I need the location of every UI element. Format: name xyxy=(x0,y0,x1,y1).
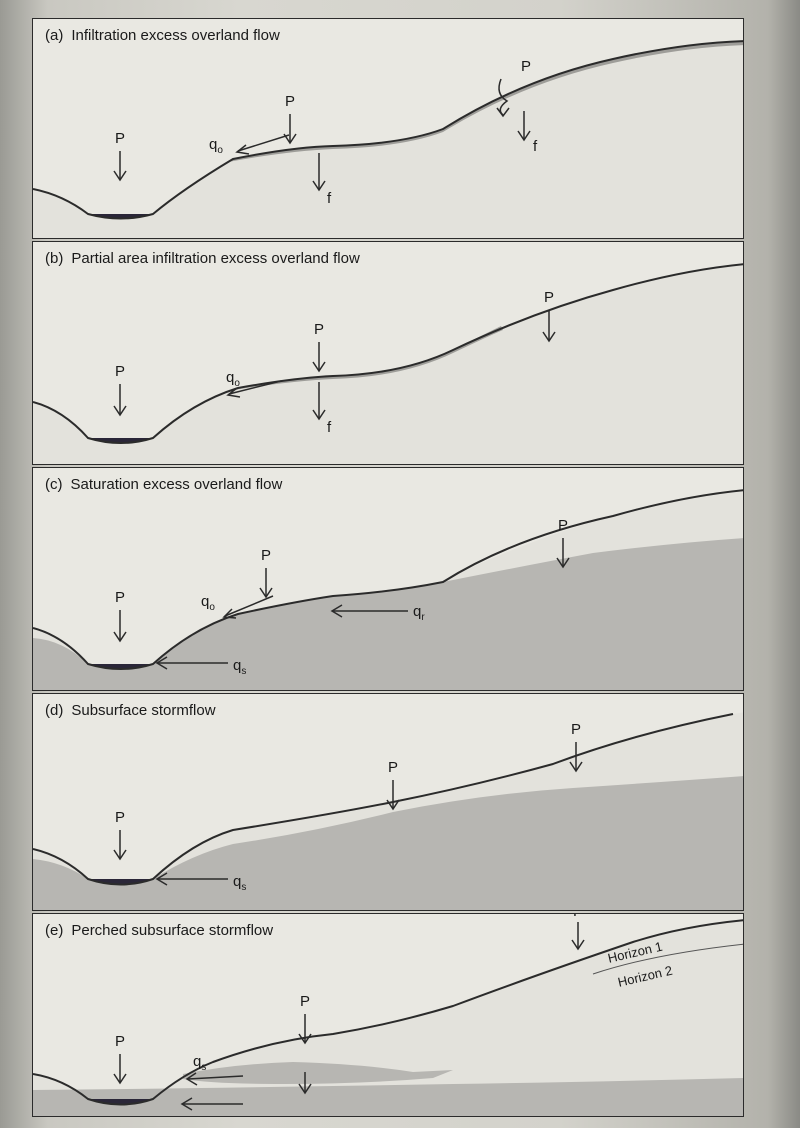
infiltration-label: f xyxy=(327,190,332,207)
subsurface-flow-label: qs xyxy=(233,873,247,893)
precip-label: P xyxy=(314,321,325,338)
precip-label: P xyxy=(115,363,126,380)
panel-c-diagram xyxy=(33,489,743,690)
precip-label: P xyxy=(300,993,311,1010)
return-flow-label: qr xyxy=(413,603,425,623)
panel-title: Subsurface stormflow xyxy=(71,702,216,719)
precip-label: P xyxy=(573,914,583,919)
panel-d-diagram xyxy=(33,712,743,910)
overland-flow-label: qo xyxy=(201,593,215,613)
panel-c: (c) Saturation excess overland flow P P P… xyxy=(32,467,744,691)
precip-label: P xyxy=(544,289,555,306)
panel-letter: (d) xyxy=(45,702,64,719)
overland-flow-label: qo xyxy=(226,369,240,389)
panel-title: Partial area infiltration excess overlan… xyxy=(71,250,360,267)
infiltration-label: f xyxy=(533,138,538,155)
precip-label: P xyxy=(115,130,126,147)
panel-e: (e) Perched subsurface stormflow P P P qs… xyxy=(32,913,744,1117)
panel-title: Infiltration excess overland flow xyxy=(71,27,280,44)
panel-letter: (b) xyxy=(45,250,64,267)
precip-label: P xyxy=(115,809,126,826)
panel-b-diagram xyxy=(33,263,743,464)
panel-title: Saturation excess overland flow xyxy=(70,476,283,493)
precip-label: P xyxy=(388,759,399,776)
subsurface-flow-label: qs xyxy=(193,1053,207,1073)
panel-b: (b) Partial area infiltration excess over… xyxy=(32,241,744,465)
precip-label: P xyxy=(115,1033,126,1050)
panel-letter: (e) xyxy=(45,922,64,939)
overland-flow-label: qo xyxy=(209,136,223,156)
precip-label: P xyxy=(558,517,569,534)
subsurface-flow-label: qs xyxy=(233,657,247,677)
panel-title: Perched subsurface stormflow xyxy=(71,922,274,939)
precip-label: P xyxy=(285,93,296,110)
panel-letter: (c) xyxy=(45,476,63,493)
panel-d: (d) Subsurface stormflow P P P qs xyxy=(32,693,744,911)
precip-label: P xyxy=(571,721,582,738)
panel-a: (a) Infiltration excess overland flow P P… xyxy=(32,18,744,239)
panel-e-diagram xyxy=(33,919,743,1116)
precip-label: P xyxy=(261,547,272,564)
panel-a-diagram xyxy=(33,40,743,238)
panel-letter: (a) xyxy=(45,27,64,44)
precip-label: P xyxy=(115,589,126,606)
infiltration-label: f xyxy=(327,419,332,436)
precip-label: P xyxy=(521,58,532,75)
